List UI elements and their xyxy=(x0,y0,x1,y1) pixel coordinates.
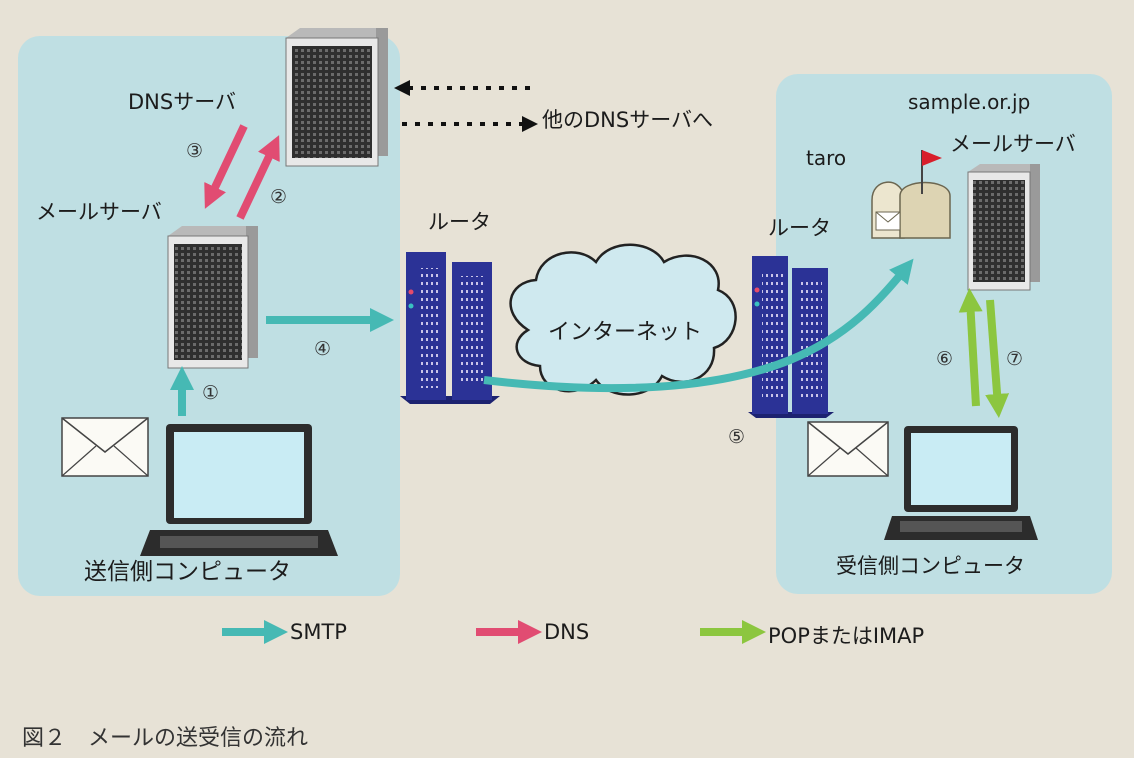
receiver-computer-label: 受信側コンピュータ xyxy=(836,554,1025,578)
pop-arrow-step7 xyxy=(985,299,1010,418)
other-dns-label: 他のDNSサーバへ xyxy=(542,108,713,132)
left-router-label: ルータ xyxy=(428,210,491,234)
internet-label: インターネット xyxy=(548,320,703,345)
sender-computer-label: 送信側コンピュータ xyxy=(84,559,291,585)
legend-pop-label: POPまたはIMAP xyxy=(768,624,925,648)
right-router-label: ルータ xyxy=(768,216,831,240)
receiver-mail-server-label: メールサーバ xyxy=(950,132,1076,156)
step-2-label: ② xyxy=(270,186,288,208)
dns-server-icon xyxy=(285,28,388,167)
domain-label: sample.or.jp xyxy=(908,90,1031,114)
left-router-icon xyxy=(400,252,500,404)
receiver-mail-server-icon xyxy=(967,164,1040,291)
step-4-label: ④ xyxy=(314,338,332,360)
legend-smtp-label: SMTP xyxy=(290,620,347,644)
sender-laptop-icon xyxy=(140,424,338,556)
sender-mail-server-icon xyxy=(167,226,258,369)
step-1-label: ① xyxy=(202,382,220,404)
smtp-arrow-step5 xyxy=(483,258,914,393)
dns-arrow-response xyxy=(204,124,248,209)
figure-caption: 図２ メールの送受信の流れ xyxy=(22,726,309,751)
step-3-label: ③ xyxy=(186,140,204,162)
receiver-envelope-icon xyxy=(807,421,889,477)
step-7-label: ⑦ xyxy=(1006,348,1024,370)
sender-envelope-icon xyxy=(61,417,149,477)
dns-arrow-query xyxy=(236,135,280,220)
legend-dns-label: DNS xyxy=(544,620,590,644)
mailbox-icon xyxy=(871,150,951,239)
right-router-icon xyxy=(748,256,834,418)
sender-mail-server-label: メールサーバ xyxy=(36,200,162,224)
dns-server-label: DNSサーバ xyxy=(128,90,236,114)
step-5-label: ⑤ xyxy=(728,426,746,448)
step-6-label: ⑥ xyxy=(936,348,954,370)
internet-cloud-icon xyxy=(509,243,737,396)
user-label: taro xyxy=(806,146,847,170)
pop-arrow-step6 xyxy=(958,288,983,407)
receiver-laptop-icon xyxy=(884,426,1038,540)
